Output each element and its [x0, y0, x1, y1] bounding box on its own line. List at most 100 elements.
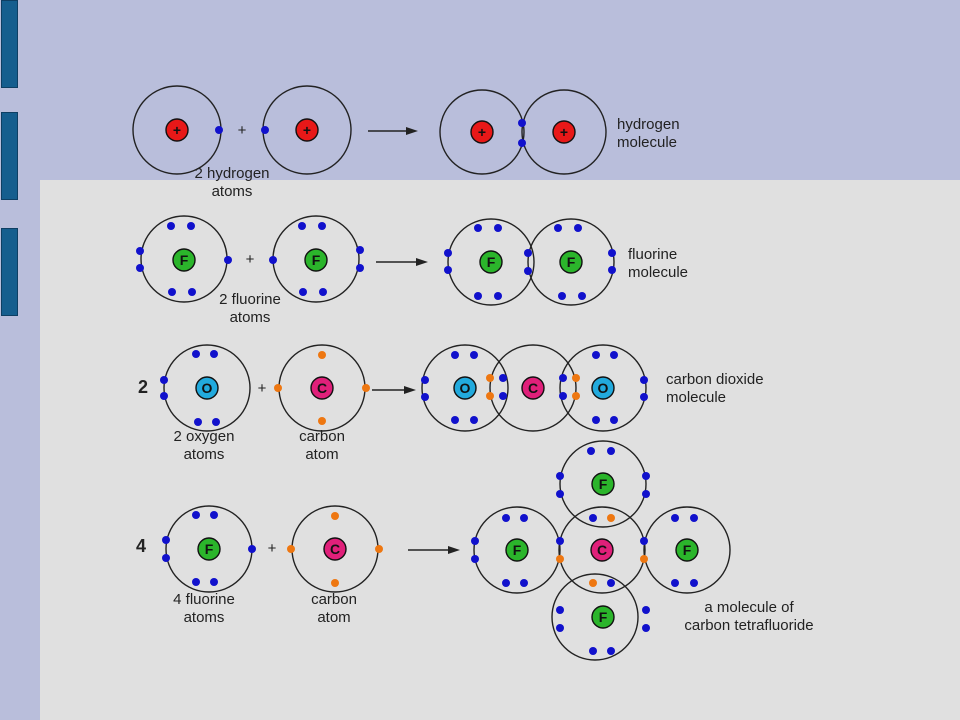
electron [587, 447, 595, 455]
oxygen-nucleus: O [195, 376, 219, 400]
electron [502, 514, 510, 522]
arrow-head [404, 386, 416, 394]
electron [608, 249, 616, 257]
electron [607, 447, 615, 455]
electron [520, 579, 528, 587]
fluorine-nucleus-disc [559, 250, 583, 274]
electron [136, 264, 144, 272]
electron [136, 247, 144, 255]
electron [494, 224, 502, 232]
carbon-nucleus-symbol: C [528, 380, 538, 396]
plus-sign: + [238, 122, 247, 139]
electron [356, 264, 364, 272]
electron [642, 472, 650, 480]
shared-electron [518, 139, 526, 147]
fluorine-nucleus-disc [591, 605, 615, 629]
fluorine-nucleus-symbol: F [599, 476, 608, 492]
hydrogen-nucleus-disc [295, 118, 319, 142]
electron [556, 472, 564, 480]
arrow-right-icon [376, 258, 428, 266]
oxygen-nucleus-disc [591, 376, 615, 400]
electron [318, 222, 326, 230]
oxygen-nucleus: O [453, 376, 477, 400]
label-line: atom [317, 609, 350, 626]
label-line: molecule [617, 134, 677, 151]
electron [274, 384, 282, 392]
shared-electron [607, 514, 615, 522]
electron [470, 351, 478, 359]
electron [299, 288, 307, 296]
shared-electron [589, 514, 597, 522]
electron [610, 416, 618, 424]
plus-sign: + [246, 251, 255, 268]
electron-shell [447, 218, 535, 306]
arrow-right-icon [368, 127, 418, 135]
hydrogen-nucleus-symbol: + [478, 124, 486, 140]
electron [187, 222, 195, 230]
fluorine-nucleus-disc [197, 537, 221, 561]
label-line: 4 fluorine [173, 591, 235, 608]
label-line: atoms [230, 309, 271, 326]
electron [642, 606, 650, 614]
label-line: carbon tetrafluoride [684, 617, 813, 634]
electron [319, 288, 327, 296]
slide-accent-bar [1, 0, 18, 88]
label-line: carbon [311, 591, 357, 608]
electron [188, 288, 196, 296]
label-line: fluorine [628, 246, 677, 263]
electron [192, 578, 200, 586]
electron [212, 418, 220, 426]
electron-shell [439, 89, 525, 175]
oxygen-nucleus-symbol: O [460, 380, 471, 396]
carbon-nucleus-disc [590, 538, 614, 562]
label-line: carbon [299, 428, 345, 445]
shared-electron [559, 392, 567, 400]
electron [162, 536, 170, 544]
fluorine-nucleus-symbol: F [487, 254, 496, 270]
fluorine-nucleus: F [559, 250, 583, 274]
electron [592, 416, 600, 424]
fluorine-nucleus-symbol: F [567, 254, 576, 270]
electron [690, 579, 698, 587]
electron-shell [489, 344, 577, 432]
electron [162, 554, 170, 562]
hydrogen-nucleus: + [552, 120, 576, 144]
shared-electron [486, 392, 494, 400]
electron [194, 418, 202, 426]
oxygen-nucleus-disc [195, 376, 219, 400]
hydrogen-nucleus-disc [165, 118, 189, 142]
electron [160, 392, 168, 400]
label-line: molecule [628, 264, 688, 281]
shared-electron [524, 249, 532, 257]
electron [690, 514, 698, 522]
label-line: hydrogen [617, 116, 680, 133]
shared-electron [607, 579, 615, 587]
electron [608, 266, 616, 274]
oxygen-nucleus: O [591, 376, 615, 400]
electron [192, 350, 200, 358]
fluorine-nucleus-disc [304, 248, 328, 272]
shared-electron [640, 555, 648, 563]
carbon-nucleus-symbol: C [597, 542, 607, 558]
electron [640, 393, 648, 401]
electron [192, 511, 200, 519]
fluorine-nucleus: F [675, 538, 699, 562]
hydrogen-nucleus-symbol: + [303, 122, 311, 138]
arrow-right-icon [372, 386, 416, 394]
electron [556, 624, 564, 632]
shared-electron [499, 392, 507, 400]
fluorine-nucleus-disc [591, 472, 615, 496]
electron [471, 555, 479, 563]
electron [261, 126, 269, 134]
shared-electron [499, 374, 507, 382]
electron [578, 292, 586, 300]
slide-accent-bar [1, 228, 18, 316]
carbon-nucleus: C [590, 538, 614, 562]
electron [421, 376, 429, 384]
fluorine-nucleus-disc [172, 248, 196, 272]
electron [331, 512, 339, 520]
label-line: atoms [184, 609, 225, 626]
carbon-nucleus: C [521, 376, 545, 400]
fluorine-nucleus-symbol: F [683, 542, 692, 558]
fluorine-nucleus-symbol: F [513, 542, 522, 558]
